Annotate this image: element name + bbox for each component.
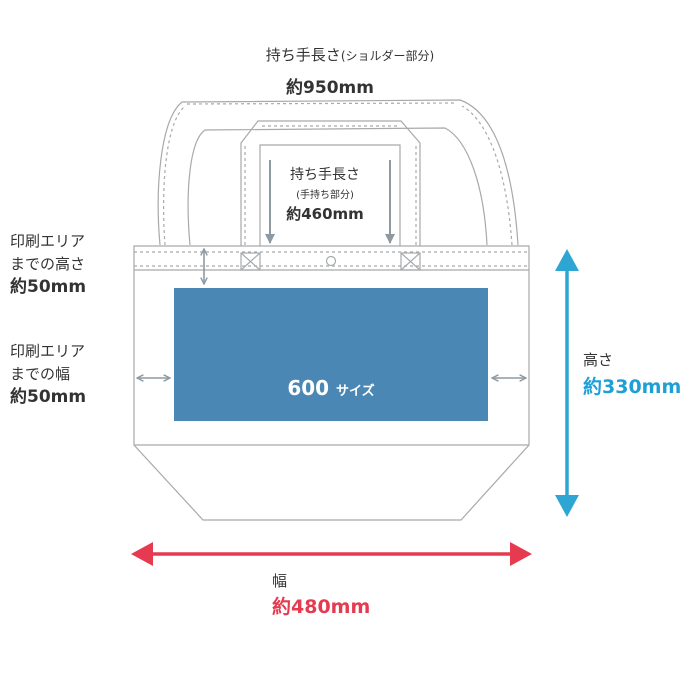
bag-body-details <box>134 251 529 446</box>
bag-width-arrow <box>131 542 532 566</box>
print-size-label: 600 サイズ <box>174 376 488 400</box>
shoulder-strap-title: 持ち手長さ <box>265 46 341 64</box>
bag-width-value: 約480mm <box>272 596 371 618</box>
print-area-height-line1: 印刷エリア <box>10 232 86 250</box>
print-area-height-line2: までの高さ <box>10 255 86 273</box>
hand-strap <box>240 120 421 270</box>
hand-strap-subtitle: (手持ち部分) <box>296 190 354 201</box>
bag-height-title: 高さ <box>583 351 614 369</box>
bag-height-value: 約330mm <box>583 376 682 398</box>
print-area-height-label: 印刷エリア までの高さ 約50mm <box>10 230 86 299</box>
print-area-height-value: 約50mm <box>10 277 87 297</box>
print-size-number: 600 <box>287 376 330 400</box>
hand-strap-length: 約460mm <box>286 205 364 223</box>
bag-width-title: 幅 <box>272 572 288 590</box>
shoulder-strap-subtitle: (ショルダー部分) <box>340 49 435 63</box>
bag-height-arrow <box>555 249 579 517</box>
hand-strap-title: 持ち手長さ <box>290 167 360 183</box>
print-area-width-line1: 印刷エリア <box>10 342 86 360</box>
print-area-width-value: 約50mm <box>10 387 87 407</box>
shoulder-strap <box>157 99 519 246</box>
print-area-width-label: 印刷エリア までの幅 約50mm <box>10 340 86 409</box>
shoulder-strap-label: 持ち手長さ(ショルダー部分) <box>0 44 700 65</box>
print-area-width-line2: までの幅 <box>10 365 71 383</box>
print-area <box>174 288 488 421</box>
shoulder-strap-length: 約950mm <box>286 78 374 98</box>
print-size-suffix: サイズ <box>336 384 375 399</box>
